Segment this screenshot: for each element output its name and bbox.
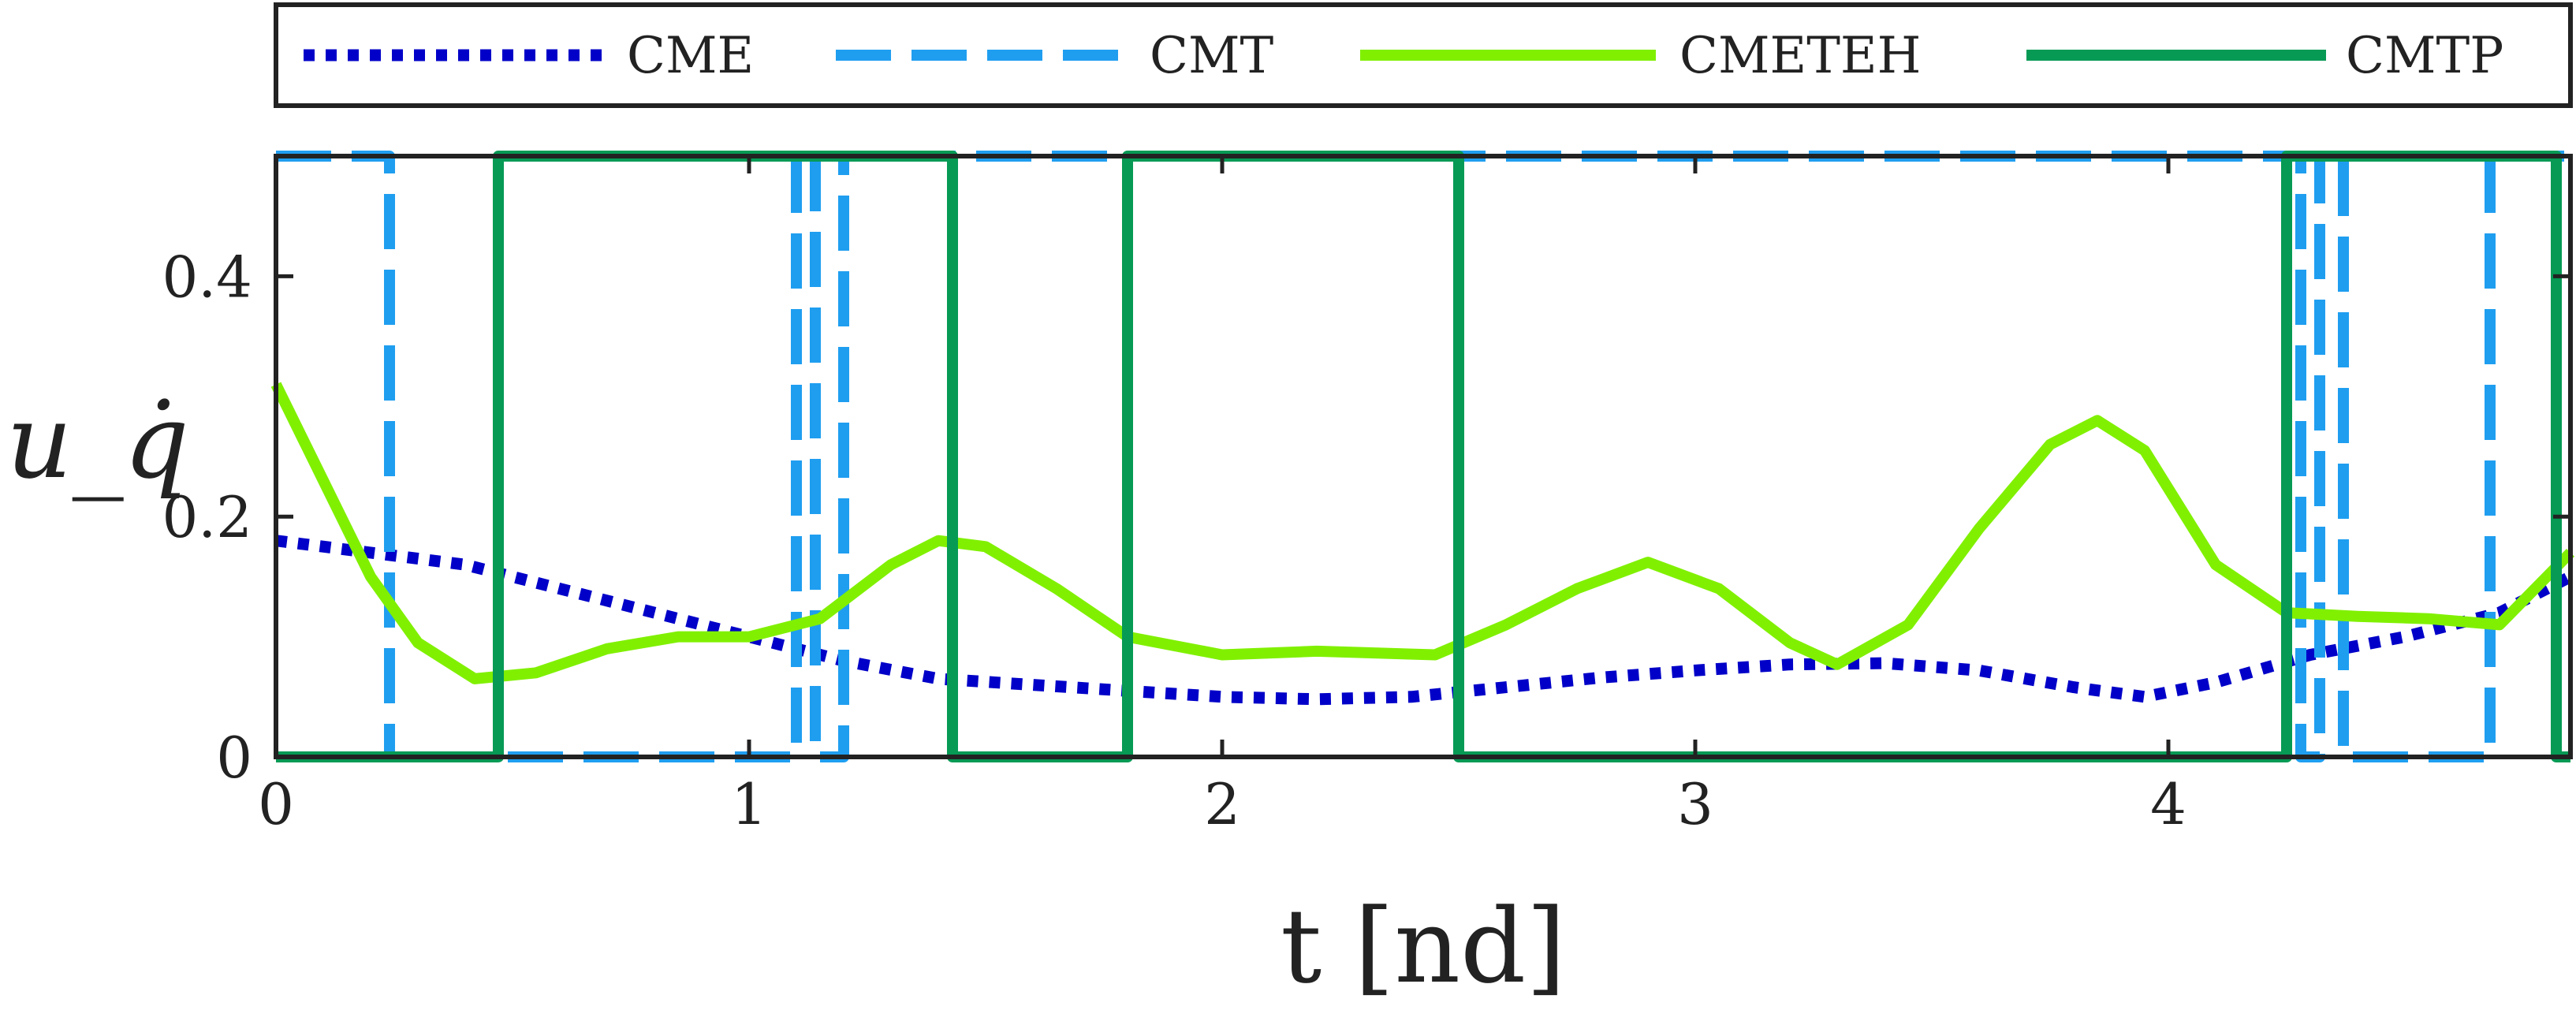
- y-axis-label-text: u_q̇: [6, 382, 189, 501]
- x-tick-label: 3: [1677, 771, 1713, 837]
- x-axis-label-text: t [nd]: [1281, 886, 1566, 1006]
- x-tick-label: 1: [731, 771, 767, 837]
- y-tick-label: 0.2: [162, 484, 252, 550]
- legend-item-cme: CME: [304, 27, 754, 85]
- x-tick-label: 0: [258, 771, 294, 837]
- legend-label: CME: [627, 27, 754, 85]
- series-line-cmtp: [276, 151, 2570, 762]
- series-line-cme: [275, 535, 2574, 706]
- legend: CME CMT CMETEH CMTP: [304, 27, 2503, 85]
- plot-area: [270, 151, 2574, 762]
- legend-label: CMT: [1150, 27, 1274, 85]
- x-tick-label: 4: [2150, 771, 2186, 837]
- legend-label: CMTP: [2346, 27, 2503, 85]
- legend-item-cmt: CMT: [836, 27, 1274, 85]
- plot-frame: [274, 154, 2573, 759]
- y-axis-label: u_q̇: [6, 382, 189, 501]
- x-tick-label: 2: [1204, 771, 1240, 837]
- legend-item-cmeteh: CMETEH: [1360, 27, 1921, 85]
- y-tick-label: 0.4: [162, 244, 252, 310]
- y-tick-label: 0: [216, 725, 252, 791]
- axis-ticks: 0 1 2 3 4 0 0.2 0.4: [162, 156, 2570, 837]
- legend-label: CMETEH: [1679, 27, 1921, 85]
- series-line-cmt: [276, 151, 2570, 762]
- legend-item-cmtp: CMTP: [2026, 27, 2503, 85]
- series-line-cmeteh: [270, 382, 2574, 684]
- x-axis-label: t [nd]: [1281, 886, 1566, 1006]
